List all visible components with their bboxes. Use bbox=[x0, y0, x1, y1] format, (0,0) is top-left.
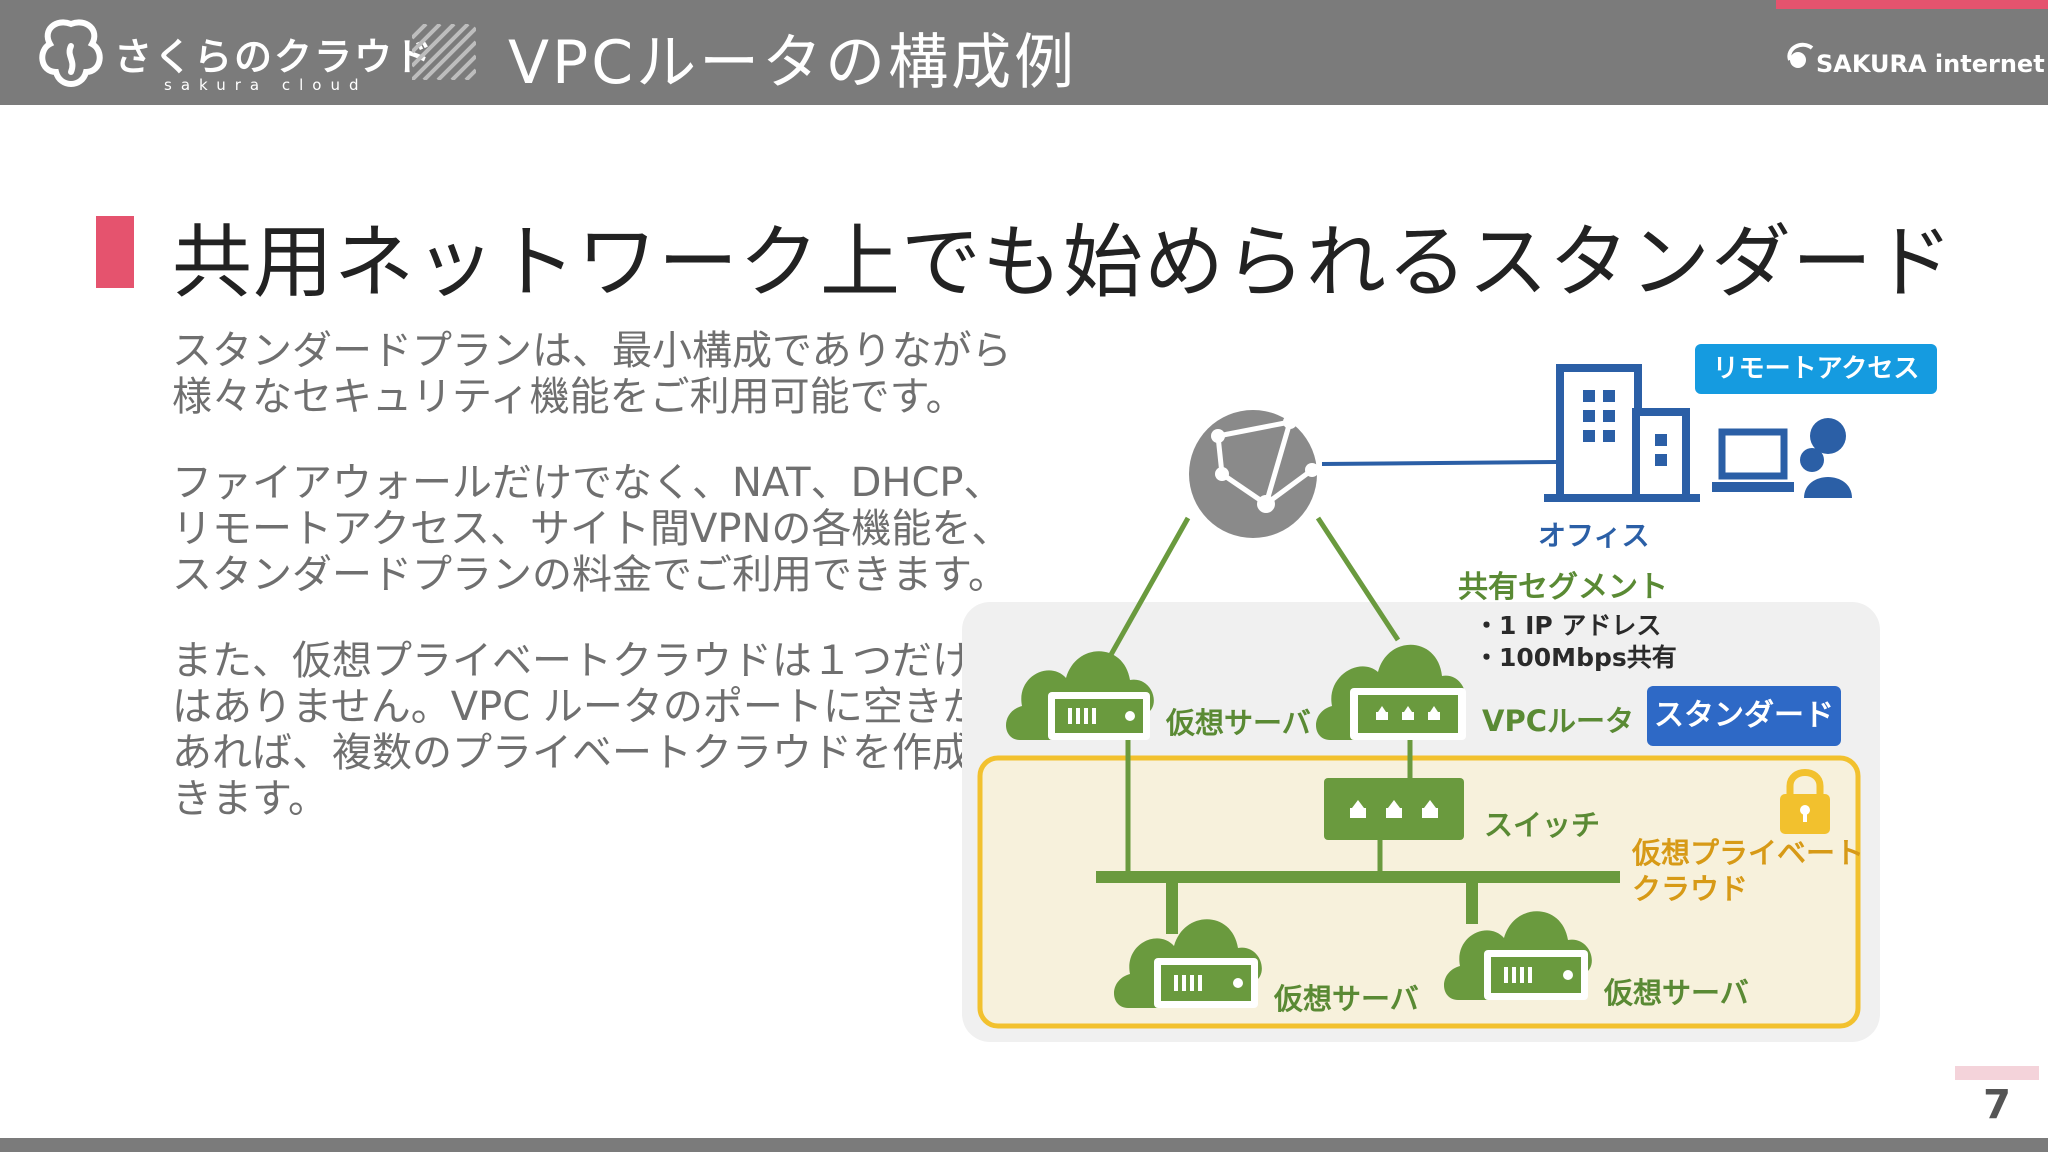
private-cloud-label-line2: クラウド bbox=[1632, 872, 1749, 906]
hatch-decoration-icon bbox=[412, 24, 476, 80]
segment-bullet-bandwidth: ・100Mbps共有 bbox=[1474, 643, 1677, 672]
text-line: 様々なセキュリティ機能をご利用可能です。 bbox=[172, 374, 966, 420]
network-bus bbox=[1096, 871, 1620, 934]
virtual-server-bottom-right-icon bbox=[1444, 911, 1592, 1000]
office-link bbox=[1321, 460, 1557, 466]
brand-accent-bar bbox=[1776, 0, 2048, 9]
internet-globe-icon bbox=[1189, 410, 1319, 538]
sakura-cloud-logo: さくらのクラウド sakura cloud bbox=[36, 16, 432, 96]
logo-main-text: さくらのクラウド bbox=[114, 35, 435, 79]
text-line: また、仮想プライベートクラウドは１つだけで bbox=[172, 638, 1012, 684]
brand-text: SAKURA internet bbox=[1816, 50, 2045, 78]
paragraph-3: また、仮想プライベートクラウドは１つだけで はありません。VPC ルータのポート… bbox=[172, 638, 1012, 822]
user-icon bbox=[1800, 418, 1852, 498]
switch-label: スイッチ bbox=[1484, 808, 1601, 842]
page-number: 7 bbox=[1983, 1082, 2011, 1128]
sakura-logo-icon bbox=[39, 19, 103, 87]
sakura-internet-icon bbox=[1787, 42, 1814, 68]
text-line: スタンダードプランは、最小構成でありながら bbox=[172, 328, 1012, 374]
heading-accent-bar bbox=[96, 216, 134, 288]
segment-bullet-ip: ・1 IP アドレス bbox=[1474, 611, 1662, 640]
padlock-icon bbox=[1780, 769, 1830, 834]
office-label: オフィス bbox=[1538, 519, 1650, 552]
shared-segment-label: 共有セグメント bbox=[1458, 570, 1668, 605]
green-links bbox=[1105, 516, 1413, 876]
body-text: スタンダードプランは、最小構成でありながら 様々なセキュリティ機能をご利用可能で… bbox=[172, 328, 1012, 862]
paragraph-2: ファイアウォールだけでなく、NAT、DHCP、 リモートアクセス、サイト間VPN… bbox=[172, 460, 1012, 598]
page-number-accent bbox=[1955, 1066, 2039, 1080]
vpc-router-label: VPCルータ bbox=[1482, 704, 1634, 738]
text-line: はありません。VPC ルータのポートに空きが bbox=[172, 684, 983, 730]
laptop-icon bbox=[1712, 428, 1794, 492]
virtual-server-top-icon bbox=[1006, 651, 1154, 740]
text-line: きます。 bbox=[172, 776, 328, 822]
slide-heading: 共用ネットワーク上でも始められるスタンダード bbox=[172, 216, 1954, 309]
private-cloud-label-line1: 仮想プライベート bbox=[1632, 836, 1865, 870]
vpc-router-icon bbox=[1316, 644, 1466, 740]
standard-plan-badge: スタンダード bbox=[1647, 686, 1841, 746]
text-line: リモートアクセス、サイト間VPNの各機能を、 bbox=[172, 506, 1012, 552]
virtual-server-bottom-left-icon bbox=[1114, 919, 1262, 1008]
sakura-internet-logo: SAKURA internet bbox=[1784, 38, 2045, 88]
header-bar: さくらのクラウド sakura cloud VPCルータの構成例 SAKURA … bbox=[0, 0, 2048, 105]
virtual-server-bottom-left-label: 仮想サーバ bbox=[1274, 982, 1419, 1016]
text-line: ファイアウォールだけでなく、NAT、DHCP、 bbox=[172, 460, 1004, 506]
text-line: あれば、複数のプライベートクラウドを作成で bbox=[172, 730, 1012, 776]
logo-sub-text: sakura cloud bbox=[164, 76, 368, 94]
paragraph-1: スタンダードプランは、最小構成でありながら 様々なセキュリティ機能をご利用可能で… bbox=[172, 328, 1012, 420]
office-building-icon bbox=[1544, 364, 1700, 502]
virtual-server-bottom-right-label: 仮想サーバ bbox=[1604, 976, 1749, 1010]
switch-icon bbox=[1324, 778, 1464, 840]
header-title: VPCルータの構成例 bbox=[508, 28, 1078, 98]
remote-access-badge: リモートアクセス bbox=[1695, 344, 1937, 394]
text-line: スタンダードプランの料金でご利用できます。 bbox=[172, 552, 1008, 598]
virtual-server-top-label: 仮想サーバ bbox=[1166, 706, 1311, 740]
footer-bar bbox=[0, 1138, 2048, 1152]
